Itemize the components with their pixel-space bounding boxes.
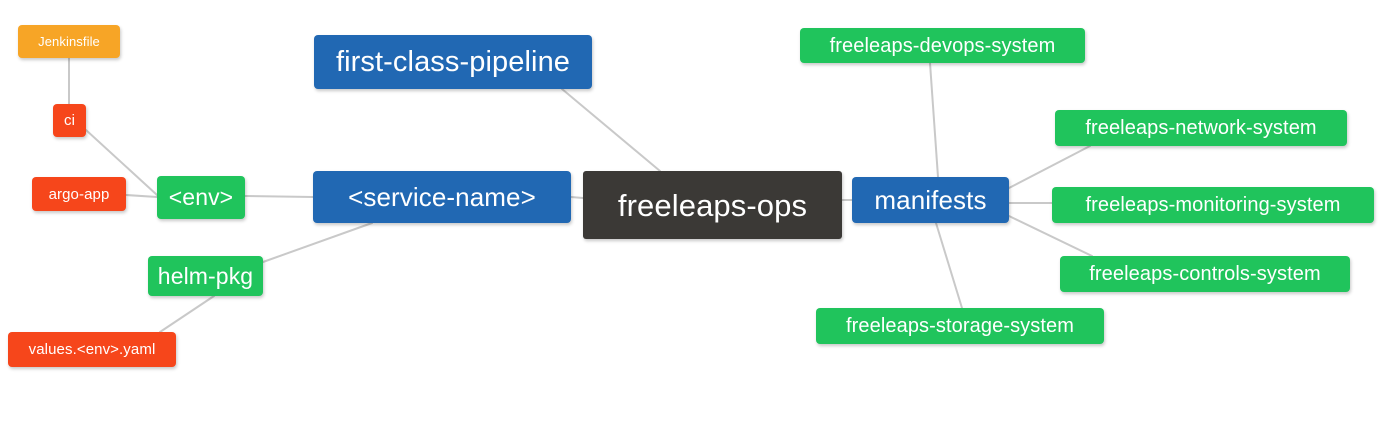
mindmap-node-root[interactable]: freeleaps-ops xyxy=(583,171,842,239)
mindmap-node-jenkinsfile[interactable]: Jenkinsfile xyxy=(18,25,120,58)
edge-helm-pkg-to-service-name xyxy=(262,222,373,263)
mindmap-node-network[interactable]: freeleaps-network-system xyxy=(1055,110,1347,146)
edge-manifests-to-network xyxy=(1008,145,1091,189)
mindmap-node-manifests[interactable]: manifests xyxy=(852,177,1009,223)
mindmap-node-devops[interactable]: freeleaps-devops-system xyxy=(800,28,1085,63)
edge-env-to-service-name xyxy=(244,195,314,198)
edge-manifests-to-storage xyxy=(935,222,963,309)
edge-service-name-to-root xyxy=(570,196,584,199)
mindmap-node-service-name[interactable]: <service-name> xyxy=(313,171,571,223)
mindmap-node-env[interactable]: <env> xyxy=(157,176,245,219)
edge-values-yaml-to-helm-pkg xyxy=(159,295,215,333)
mindmap-node-values-yaml[interactable]: values.<env>.yaml xyxy=(8,332,176,367)
mindmap-node-ci[interactable]: ci xyxy=(53,104,86,137)
mindmap-node-helm-pkg[interactable]: helm-pkg xyxy=(148,256,263,296)
mindmap-node-monitoring[interactable]: freeleaps-monitoring-system xyxy=(1052,187,1374,223)
edge-manifests-to-devops xyxy=(929,62,939,178)
mindmap-node-argo-app[interactable]: argo-app xyxy=(32,177,126,211)
edge-first-class-to-root xyxy=(561,88,661,172)
mindmap-node-controls[interactable]: freeleaps-controls-system xyxy=(1060,256,1350,292)
mindmap-node-storage[interactable]: freeleaps-storage-system xyxy=(816,308,1104,344)
mindmap-node-first-class[interactable]: first-class-pipeline xyxy=(314,35,592,89)
edge-argo-app-to-env xyxy=(125,194,158,198)
